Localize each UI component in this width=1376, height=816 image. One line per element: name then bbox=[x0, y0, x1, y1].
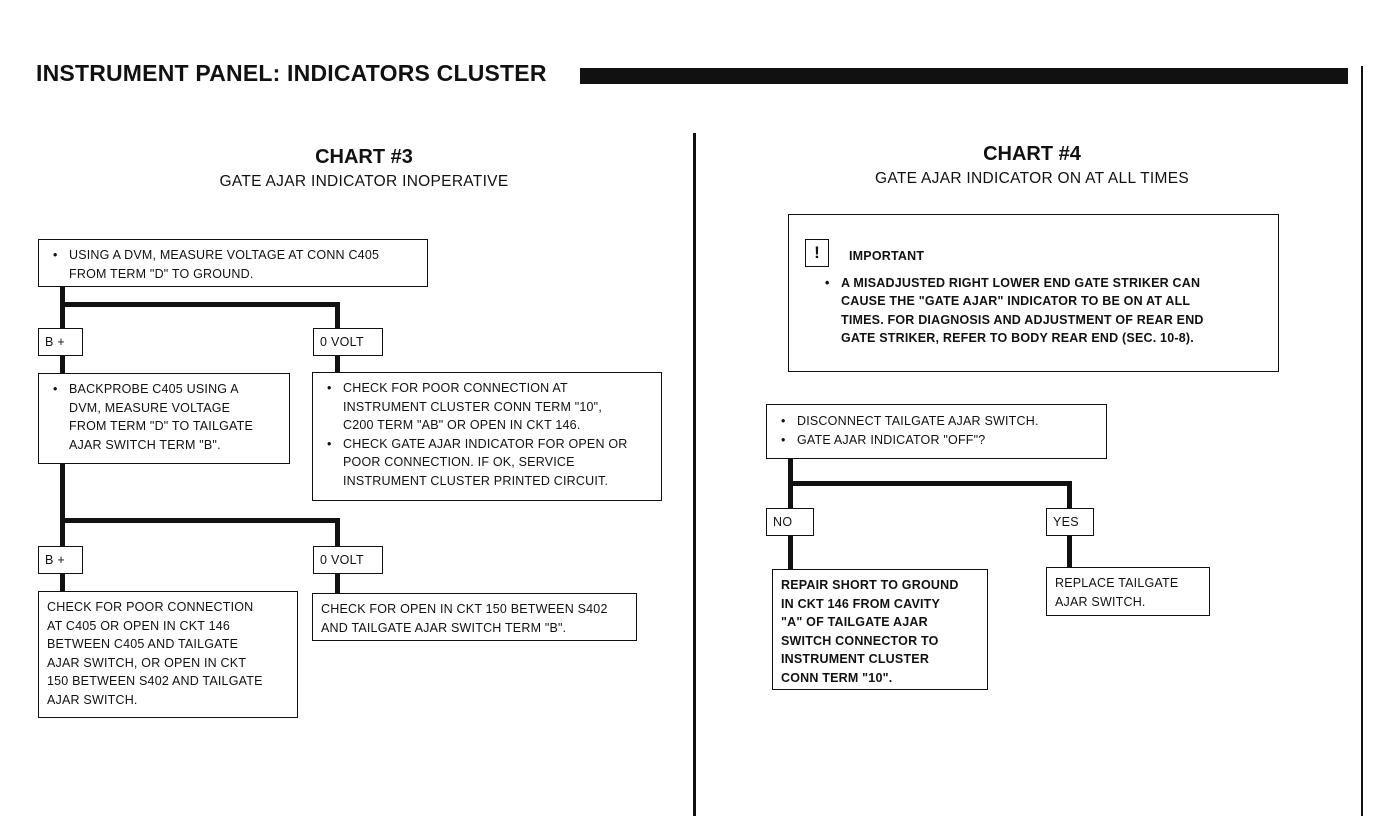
result-text: REPLACE TAILGATE bbox=[1055, 576, 1179, 590]
result-text: 150 BETWEEN S402 AND TAILGATE bbox=[47, 674, 263, 688]
important-label: IMPORTANT bbox=[849, 249, 925, 263]
chart3-number: CHART #3 bbox=[315, 146, 413, 168]
chart3-open-circuit-result: CHECK FOR OPEN IN CKT 150 BETWEEN S402 A… bbox=[312, 593, 637, 641]
result-text: SWITCH CONNECTOR TO bbox=[781, 633, 939, 648]
b-plus-label: B + bbox=[38, 546, 83, 574]
zero-volt-label: 0 VOLT bbox=[313, 546, 383, 574]
step-text: INSTRUMENT CLUSTER PRINTED CIRCUIT. bbox=[343, 473, 609, 488]
step-text: DVM, MEASURE VOLTAGE bbox=[69, 400, 231, 415]
notice-text: TIMES. FOR DIAGNOSIS AND ADJUSTMENT OF R… bbox=[841, 312, 1204, 327]
chart3-start-step: USING A DVM, MEASURE VOLTAGE AT CONN C40… bbox=[38, 239, 428, 287]
zero-volt-label: 0 VOLT bbox=[313, 328, 383, 356]
no-label: NO bbox=[766, 508, 814, 536]
result-text: CONN TERM "10". bbox=[781, 670, 893, 685]
connector bbox=[335, 573, 340, 594]
result-text: AJAR SWITCH, OR OPEN IN CKT bbox=[47, 655, 247, 670]
chart4-disconnect-step: DISCONNECT TAILGATE AJAR SWITCH. GATE AJ… bbox=[766, 404, 1107, 459]
result-text: AJAR SWITCH. bbox=[47, 692, 138, 707]
chart4-number: CHART #4 bbox=[983, 143, 1081, 165]
step-text: FROM TERM "D" TO GROUND. bbox=[69, 266, 254, 281]
connector bbox=[788, 481, 1072, 486]
important-notice: ! IMPORTANT A MISADJUSTED RIGHT LOWER EN… bbox=[788, 214, 1279, 372]
column-divider bbox=[693, 133, 696, 816]
chart4-heading: CHART #4 GATE AJAR INDICATOR ON AT ALL T… bbox=[852, 143, 1212, 188]
chart3-poor-connection-result: CHECK FOR POOR CONNECTION AT C405 OR OPE… bbox=[38, 591, 298, 718]
result-text: CHECK FOR OPEN IN CKT 150 BETWEEN S402 bbox=[321, 602, 608, 616]
result-text: IN CKT 146 FROM CAVITY bbox=[781, 596, 941, 611]
result-text: REPAIR SHORT TO GROUND bbox=[781, 578, 959, 592]
connector bbox=[60, 302, 340, 307]
title-rule bbox=[580, 68, 1348, 84]
connector bbox=[1067, 535, 1072, 568]
step-text: POOR CONNECTION. IF OK, SERVICE bbox=[343, 455, 575, 469]
chart4-subtitle: GATE AJAR INDICATOR ON AT ALL TIMES bbox=[875, 170, 1189, 187]
step-text: CHECK GATE AJAR INDICATOR FOR OPEN OR bbox=[343, 436, 628, 451]
connector bbox=[335, 355, 340, 373]
page-title: INSTRUMENT PANEL: INDICATORS CLUSTER bbox=[36, 60, 547, 86]
chart3-subtitle: GATE AJAR INDICATOR INOPERATIVE bbox=[219, 173, 509, 190]
step-text: CHECK FOR POOR CONNECTION AT bbox=[343, 381, 568, 395]
connector bbox=[60, 573, 65, 592]
notice-text: CAUSE THE "GATE AJAR" INDICATOR TO BE ON… bbox=[841, 294, 1191, 308]
page-edge-rule bbox=[1361, 66, 1363, 816]
connector bbox=[60, 463, 65, 547]
result-text: "A" OF TAILGATE AJAR bbox=[781, 615, 928, 629]
step-text: AJAR SWITCH TERM "B". bbox=[69, 437, 221, 452]
connector bbox=[60, 518, 340, 523]
result-text: AND TAILGATE AJAR SWITCH TERM "B". bbox=[321, 620, 567, 635]
chart3-check-connection-step: CHECK FOR POOR CONNECTION AT INSTRUMENT C… bbox=[312, 372, 662, 501]
connector bbox=[60, 286, 65, 329]
result-text: AT C405 OR OPEN IN CKT 146 bbox=[47, 618, 231, 633]
notice-text: GATE STRIKER, REFER TO BODY REAR END (SE… bbox=[841, 331, 1194, 345]
result-text: AJAR SWITCH. bbox=[1055, 594, 1146, 609]
connector bbox=[788, 535, 793, 570]
result-text: INSTRUMENT CLUSTER bbox=[781, 652, 930, 666]
result-text: CHECK FOR POOR CONNECTION bbox=[47, 600, 254, 614]
connector bbox=[60, 355, 65, 374]
step-text: GATE AJAR INDICATOR "OFF"? bbox=[797, 432, 986, 447]
connector bbox=[335, 302, 340, 329]
yes-label: YES bbox=[1046, 508, 1094, 536]
step-text: DISCONNECT TAILGATE AJAR SWITCH. bbox=[797, 414, 1039, 428]
step-text: C200 TERM "AB" OR OPEN IN CKT 146. bbox=[343, 418, 581, 432]
step-text: FROM TERM "D" TO TAILGATE bbox=[69, 419, 254, 433]
step-text: USING A DVM, MEASURE VOLTAGE AT CONN C40… bbox=[69, 248, 380, 262]
step-text: INSTRUMENT CLUSTER CONN TERM "10", bbox=[343, 399, 602, 414]
result-text: BETWEEN C405 AND TAILGATE bbox=[47, 637, 239, 651]
step-text: BACKPROBE C405 USING A bbox=[69, 382, 239, 396]
notice-text: A MISADJUSTED RIGHT LOWER END GATE STRIK… bbox=[841, 275, 1201, 290]
chart4-replace-result: REPLACE TAILGATE AJAR SWITCH. bbox=[1046, 567, 1210, 616]
warning-icon: ! bbox=[805, 239, 829, 267]
chart3-heading: CHART #3 GATE AJAR INDICATOR INOPERATIVE bbox=[204, 146, 524, 191]
chart4-repair-result: REPAIR SHORT TO GROUND IN CKT 146 FROM C… bbox=[772, 569, 988, 690]
b-plus-label: B + bbox=[38, 328, 83, 356]
chart3-backprobe-step: BACKPROBE C405 USING A DVM, MEASURE VOLTA… bbox=[38, 373, 290, 464]
connector bbox=[335, 518, 340, 547]
connector bbox=[1067, 481, 1072, 509]
